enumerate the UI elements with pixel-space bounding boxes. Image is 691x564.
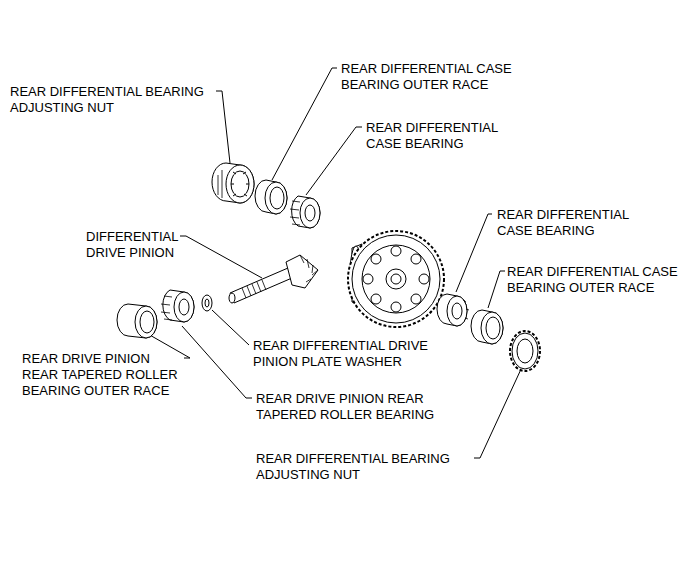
part-label: REAR DIFFERENTIAL DRIVE PINION PLATE WAS… <box>253 338 449 370</box>
leader-lines <box>148 68 522 458</box>
part-label: REAR DIFFERENTIAL CASE BEARING OUTER RAC… <box>341 61 533 93</box>
part-label: REAR DIFFERENTIAL CASE BEARING <box>497 207 649 239</box>
part-label: REAR DIFFERENTIAL BEARING ADJUSTING NUT <box>10 84 230 116</box>
adjusting-nut <box>212 163 254 203</box>
bearing-outer-race <box>471 310 503 344</box>
tapered-bearing <box>290 196 320 228</box>
bearing-outer-race <box>255 180 287 214</box>
part-label: REAR DRIVE PINION REAR TAPERED ROLLER BE… <box>22 351 184 399</box>
case-bolts <box>363 246 429 312</box>
adjusting-nut <box>510 331 540 371</box>
drive-pinion <box>229 255 318 303</box>
tapered-bearing <box>161 290 194 322</box>
part-label: REAR DIFFERENTIAL CASE BEARING OUTER RAC… <box>507 264 689 296</box>
differential-case <box>348 231 444 327</box>
part-label: REAR DIFFERENTIAL CASE BEARING <box>366 120 518 152</box>
plate-washer <box>202 295 212 311</box>
bearing-outer-race <box>117 304 157 338</box>
part-label: REAR DRIVE PINION REAR TAPERED ROLLER BE… <box>256 391 450 423</box>
tapered-bearing <box>437 294 469 326</box>
part-label: DIFFERENTIAL DRIVE PINION <box>86 229 198 261</box>
part-label: REAR DIFFERENTIAL BEARING ADJUSTING NUT <box>256 451 476 483</box>
